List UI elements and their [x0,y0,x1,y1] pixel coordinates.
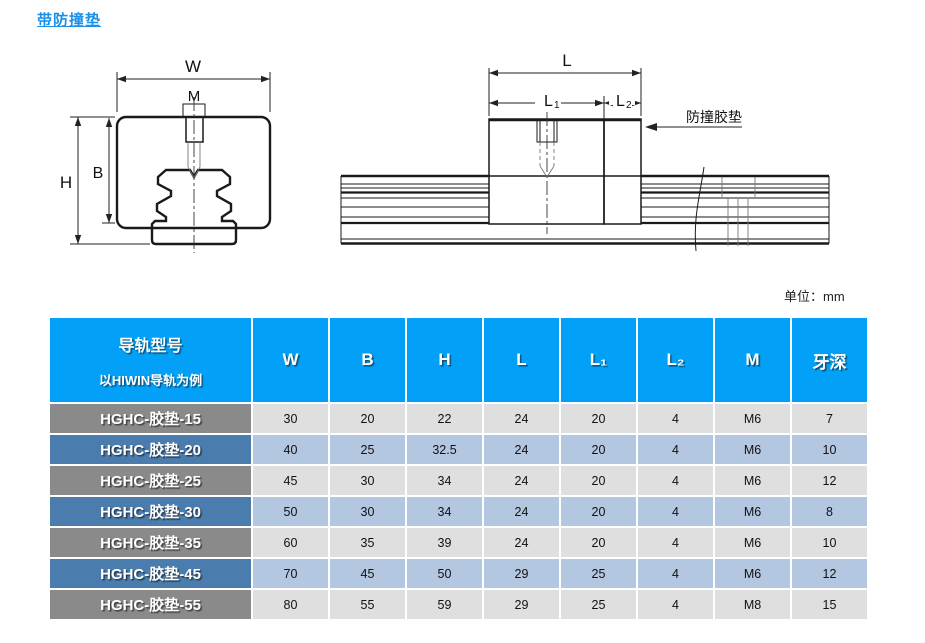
value-cell: 70 [253,559,328,588]
value-cell: 4 [638,435,713,464]
value-cell: 24 [484,404,559,433]
column-header-2: H [407,318,482,402]
value-cell: 55 [330,590,405,619]
value-cell: 12 [792,466,867,495]
value-cell: 39 [407,528,482,557]
value-cell: 60 [253,528,328,557]
value-cell: 50 [407,559,482,588]
model-cell: HGHC-胶垫-15 [50,404,251,433]
value-cell: 20 [330,404,405,433]
dim-label-l: L [562,51,571,70]
value-cell: M6 [715,404,790,433]
value-cell: M6 [715,559,790,588]
value-cell: 20 [561,435,636,464]
technical-drawing: W M H B [60,51,830,253]
front-view-drawing: W M H B [60,57,272,253]
value-cell: 45 [253,466,328,495]
dim-label-l1: L [544,93,553,110]
value-cell: 34 [407,466,482,495]
dim-label-h: H [60,173,72,192]
column-header-model: 导轨型号 以HIWIN导轨为例 [50,318,251,402]
value-cell: 25 [330,435,405,464]
pad-callout-label: 防撞胶垫 [686,109,742,125]
value-cell: 20 [561,404,636,433]
column-header-0: W [253,318,328,402]
value-cell: 15 [792,590,867,619]
value-cell: 20 [561,528,636,557]
dim-label-m: M [188,88,201,105]
column-header-7: 牙深 [792,318,867,402]
page-title: 带防撞垫 [37,12,102,29]
dim-label-l1-sub: 1 [554,100,560,111]
value-cell: 30 [330,466,405,495]
dim-label-l2-sub: 2 [626,100,632,111]
value-cell: 10 [792,528,867,557]
value-cell: 22 [407,404,482,433]
value-cell: 8 [792,497,867,526]
value-cell: 10 [792,435,867,464]
model-cell: HGHC-胶垫-30 [50,497,251,526]
value-cell: M6 [715,497,790,526]
value-cell: 59 [407,590,482,619]
value-cell: 4 [638,466,713,495]
value-cell: M6 [715,528,790,557]
value-cell: M6 [715,435,790,464]
column-header-3: L [484,318,559,402]
dim-label-w: W [185,57,201,76]
value-cell: M6 [715,466,790,495]
value-cell: 25 [561,590,636,619]
value-cell: 20 [561,466,636,495]
value-cell: 4 [638,590,713,619]
value-cell: 50 [253,497,328,526]
value-cell: 25 [561,559,636,588]
model-cell: HGHC-胶垫-20 [50,435,251,464]
dim-label-l2: L [616,93,625,110]
model-cell: HGHC-胶垫-55 [50,590,251,619]
model-cell: HGHC-胶垫-25 [50,466,251,495]
model-column-title: 导轨型号 [118,337,183,355]
value-cell: 34 [407,497,482,526]
value-cell: 12 [792,559,867,588]
side-view-drawing: L L 1 L 2 防撞胶垫 [340,51,830,252]
value-cell: 30 [330,497,405,526]
value-cell: 4 [638,559,713,588]
column-header-5: L₂ [638,318,713,402]
value-cell: 7 [792,404,867,433]
value-cell: 30 [253,404,328,433]
value-cell: 24 [484,528,559,557]
value-cell: 24 [484,466,559,495]
unit-label: 单位：mm [784,289,845,304]
column-header-1: B [330,318,405,402]
value-cell: M8 [715,590,790,619]
value-cell: 29 [484,590,559,619]
value-cell: 4 [638,497,713,526]
value-cell: 20 [561,497,636,526]
model-column-subtitle: 以HIWIN导轨为例 [98,372,203,388]
value-cell: 24 [484,435,559,464]
value-cell: 32.5 [407,435,482,464]
value-cell: 35 [330,528,405,557]
model-cell: HGHC-胶垫-35 [50,528,251,557]
value-cell: 4 [638,528,713,557]
value-cell: 80 [253,590,328,619]
model-cell: HGHC-胶垫-45 [50,559,251,588]
dim-label-b: B [93,165,104,182]
value-cell: 29 [484,559,559,588]
value-cell: 24 [484,497,559,526]
value-cell: 40 [253,435,328,464]
column-header-4: L₁ [561,318,636,402]
value-cell: 4 [638,404,713,433]
value-cell: 45 [330,559,405,588]
column-header-6: M [715,318,790,402]
